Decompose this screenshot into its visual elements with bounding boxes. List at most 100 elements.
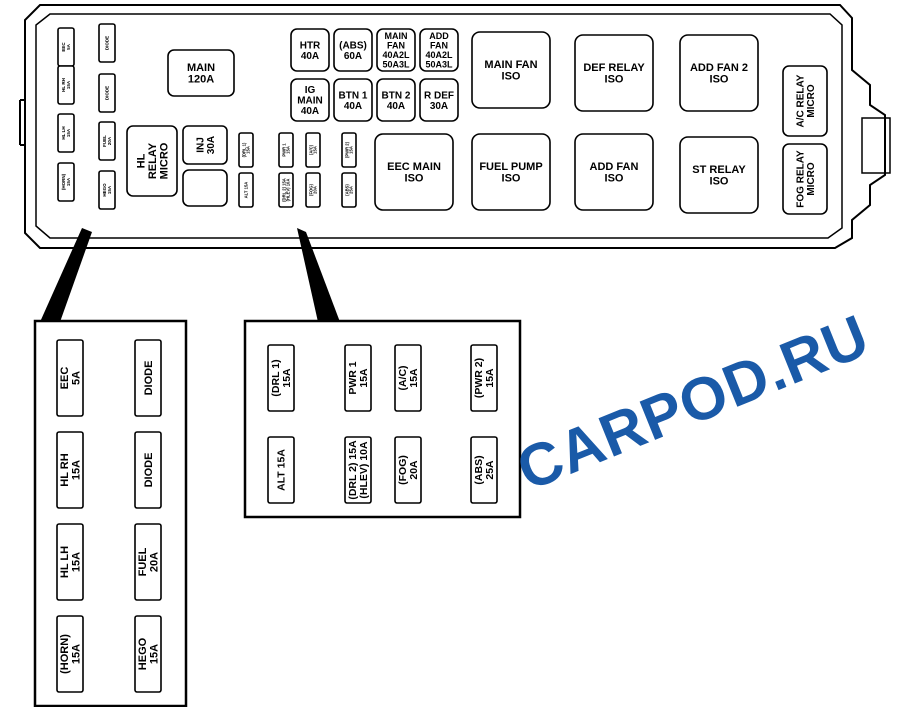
cartridge-fuse-label: FAN — [430, 40, 448, 50]
fuse-slot-label: 15A — [286, 146, 291, 154]
detail-fuse-label: EEC — [59, 367, 71, 390]
detail-fuse: (HORN)15A — [56, 615, 84, 693]
fuse-main-label: MAIN — [187, 62, 215, 74]
cartridge-fuse-label: 40A — [301, 51, 319, 62]
iso-relay-label: ISO — [502, 71, 521, 83]
iso-relay-label: DEF RELAY — [583, 62, 645, 74]
fuse-slot: (PWR 2)15A — [341, 132, 357, 168]
cartridge-fuse-label: 60A — [344, 51, 362, 62]
detail-fuse-label: 25A — [484, 460, 496, 480]
cartridge-fuse-label: HTR — [300, 40, 321, 51]
fuse-slot-label: 25A — [349, 186, 354, 194]
iso-relay-label: ADD FAN 2 — [690, 62, 748, 74]
cartridge-fuse: (ABS)60A — [333, 28, 373, 72]
detail-fuse: (DRL 1)15A — [267, 344, 295, 412]
fuse-slot-label: 5A — [66, 43, 71, 50]
cartridge-fuse-label: 30A — [430, 101, 448, 112]
cartridge-fuse-label: BTN 1 — [339, 90, 368, 101]
cartridge-fuse-label: FAN — [387, 40, 405, 50]
iso-relay-label: ST RELAY — [692, 164, 746, 176]
detail-fuse-label: 15A — [484, 368, 496, 388]
fuse-slot: (FOG)20A — [305, 172, 321, 208]
fuse-inj-label: INJ — [195, 137, 206, 153]
detail-fuse: (FOG)20A — [394, 436, 422, 504]
detail-fuse-label: ALT 15A — [276, 449, 288, 491]
iso-relay-label: ISO — [605, 173, 624, 185]
cartridge-fuse-label: 50A3L — [425, 59, 453, 69]
fuse-slot: ALT 15A — [238, 172, 254, 208]
micro-relay-label: MICRO — [806, 84, 817, 118]
micro-relay-label: MICRO — [806, 162, 817, 196]
detail-fuse: (DRL 2) 15A(HLEV) 10A — [344, 436, 372, 504]
fuse-slot: (ABS)25A — [341, 172, 357, 208]
cartridge-fuse-label: 40A2L — [382, 50, 410, 60]
micro-relay-label: FOG RELAY — [795, 150, 806, 208]
fuse-slot-label: 20A — [313, 186, 318, 194]
detail-fuse-label: (A/C) — [397, 365, 409, 390]
fuse-slot-label: 15A — [66, 80, 71, 89]
detail-fuse-label: (ABS) — [473, 455, 485, 484]
detail-fuse-label: 5A — [71, 371, 83, 385]
fuse-box-outline — [19, 4, 891, 249]
cartridge-fuse-label: 40A — [301, 106, 319, 117]
detail-fuse-label: 15A — [71, 552, 83, 572]
fuse-main-label: 120A — [188, 74, 214, 86]
detail-fuse: (ABS)25A — [470, 436, 498, 504]
fuse-slot-label: FUEL — [102, 135, 107, 147]
fuse-slot-label: HL RH — [61, 78, 66, 92]
detail-fuse-label: HEGO — [137, 637, 149, 670]
detail-fuse-label: 15A — [281, 368, 293, 388]
callout-pointers — [40, 228, 340, 322]
relay-hl-label: MICRO — [158, 142, 170, 179]
detail-fuse-label: 15A — [149, 644, 161, 664]
detail-fuse-label: (FOG) — [397, 455, 409, 485]
detail-fuse-label: DIODE — [143, 361, 155, 396]
detail-fuse: ALT 15A — [267, 436, 295, 504]
fuse-slot-label: 15A — [349, 146, 354, 154]
detail-fuse-label: (HORN) — [59, 634, 71, 674]
detail-fuse-label: (HLEV) 10A — [358, 441, 370, 499]
cartridge-fuse-label: MAIN — [297, 96, 323, 107]
fuse-slot-label: (HORN) — [61, 173, 66, 190]
cartridge-fuse-label: (ABS) — [339, 40, 367, 51]
cartridge-fuse-label: 40A — [387, 101, 405, 112]
fuse-slot-label: EEC — [61, 42, 66, 52]
cartridge-fuse-label: MAIN — [385, 31, 408, 41]
empty-slot — [182, 169, 228, 207]
fuse-slot-label: HEGO — [102, 183, 107, 197]
detail-fuse-label: HL RH — [59, 453, 71, 486]
fuse-slot: (A/C)15A — [305, 132, 321, 168]
detail-fuse-label: 20A — [408, 460, 420, 480]
fuse-slot: DIODE — [98, 73, 116, 113]
fuse-slot-label: 15A — [107, 185, 112, 194]
relay-hl-label: HL — [135, 153, 147, 168]
fuse-slot-label: 15A — [246, 146, 251, 154]
iso-relay-label: MAIN FAN — [484, 59, 537, 71]
fuse-slot-label: HL LH — [61, 126, 66, 139]
cartridge-fuse-label: 40A2L — [425, 50, 453, 60]
iso-relay-label: FUEL PUMP — [479, 161, 542, 173]
cartridge-fuse-label: ADD — [429, 31, 449, 41]
iso-relay-label: ISO — [710, 74, 729, 86]
iso-relay-label: EEC MAIN — [387, 161, 441, 173]
fuse-slot-label: PWR 1 — [281, 143, 286, 157]
detail-fuse-label: FUEL — [137, 547, 149, 576]
micro-relay-label: A/C RELAY — [795, 74, 806, 127]
fuse-slot-label: 15A — [66, 177, 71, 186]
fuse-slot-label: 15A — [66, 128, 71, 137]
